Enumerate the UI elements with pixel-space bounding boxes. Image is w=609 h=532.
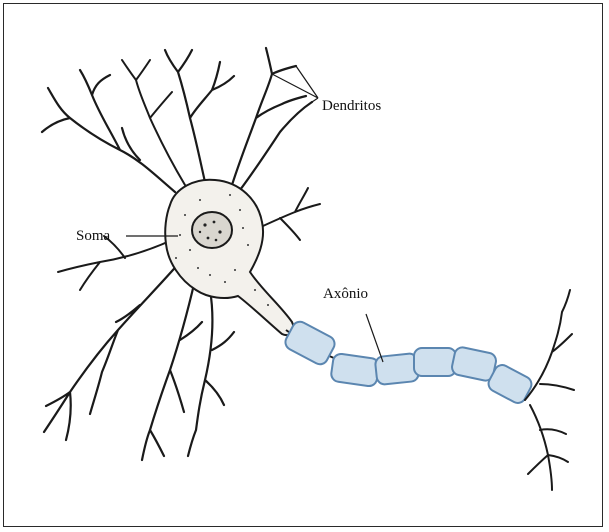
dendrite-lower-middle <box>142 280 234 460</box>
leader-axonio <box>366 314 383 362</box>
myelin-sheath <box>283 319 535 406</box>
myelin-segment <box>414 348 456 376</box>
dendrite-lower-left <box>44 262 180 440</box>
myelin-segment <box>330 353 379 387</box>
dendrite-left <box>58 236 172 290</box>
axon <box>283 319 535 406</box>
nucleus <box>192 212 232 248</box>
dendrite-top-right <box>232 48 312 190</box>
soma-body <box>165 180 293 335</box>
dendrite-top-left <box>122 60 185 185</box>
label-soma: Soma <box>76 229 110 244</box>
label-axonio: Axônio <box>323 287 368 302</box>
dendrite-top-center <box>165 50 234 182</box>
label-dendritos: Dendritos <box>322 99 381 114</box>
axon-terminals <box>525 290 574 490</box>
